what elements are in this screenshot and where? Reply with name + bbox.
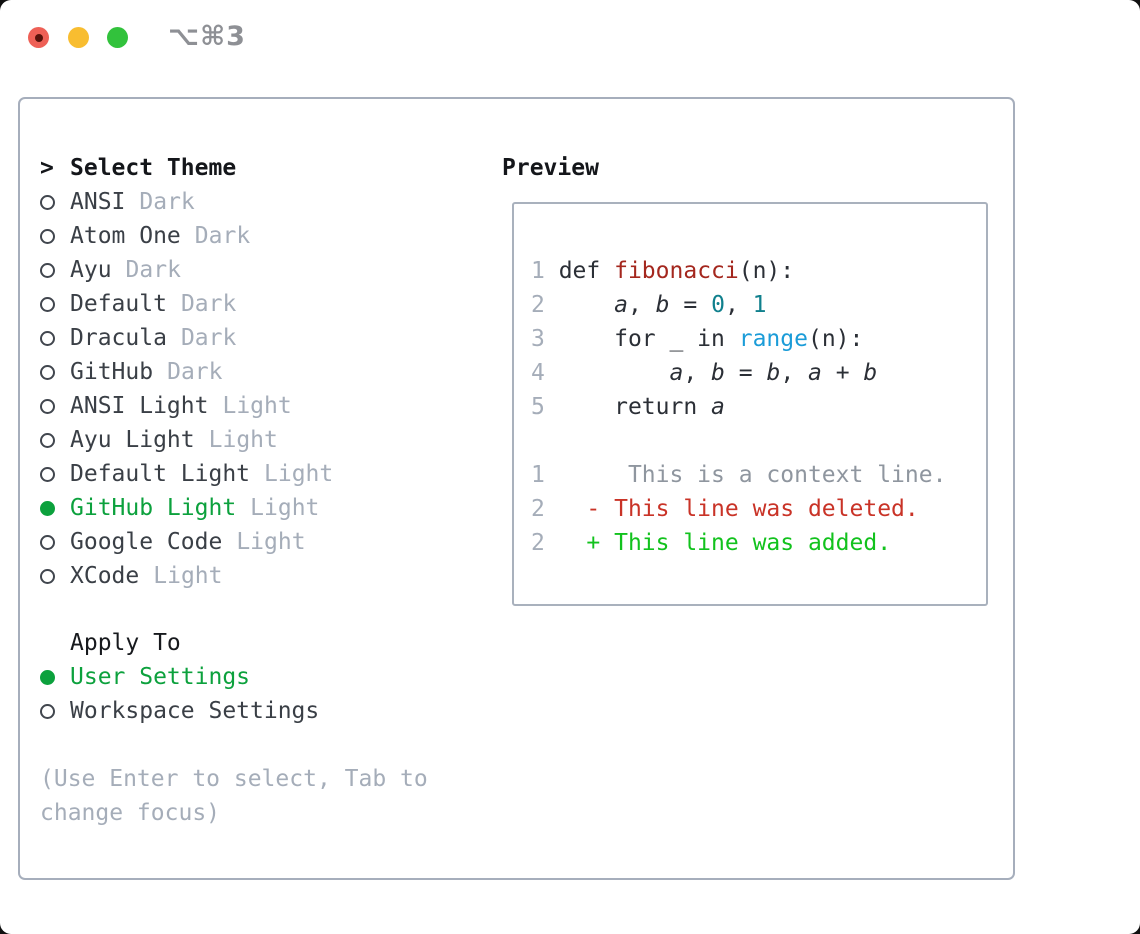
code-line: 2 a, b = 0, 1 xyxy=(531,292,767,318)
apply-option-workspace-settings[interactable]: Workspace Settings xyxy=(40,694,490,728)
theme-option-google-code[interactable]: Google Code Light xyxy=(40,525,490,559)
theme-list-header-row: > Select Theme xyxy=(40,151,490,185)
code-line: 5 return a xyxy=(531,394,725,420)
radio-icon xyxy=(40,534,55,550)
preview-header: Preview xyxy=(502,155,599,181)
radio-icon xyxy=(40,703,55,719)
apply-option-label: User Settings xyxy=(70,664,251,690)
window-shortcut-label: ⌥⌘3 xyxy=(168,21,246,52)
theme-variant-label: Light xyxy=(264,461,334,487)
theme-name: GitHub xyxy=(70,359,154,385)
theme-option-ansi-light[interactable]: ANSI Light Light xyxy=(40,389,490,423)
line-number: 5 xyxy=(531,394,545,420)
theme-option-ayu-light[interactable]: Ayu Light Light xyxy=(40,423,490,457)
theme-name: Atom One xyxy=(70,223,181,249)
code-line: 3 for _ in range(n): xyxy=(531,326,864,352)
theme-variant-label: Dark xyxy=(194,223,251,249)
theme-name: Default Light xyxy=(70,461,251,487)
line-number: 1 xyxy=(531,258,545,284)
preview-box: 1 def fibonacci(n): 2 a, b = 0, 1 3 for _ … xyxy=(512,202,988,606)
code-line: 2 + This line was added. xyxy=(531,530,892,556)
radio-icon xyxy=(40,194,55,210)
code-line: 2 - This line was deleted. xyxy=(531,496,919,522)
minimize-button[interactable] xyxy=(68,27,89,48)
theme-option-dracula[interactable]: Dracula Dark xyxy=(40,321,490,355)
theme-name: Ayu xyxy=(70,257,112,283)
titlebar: ⌥⌘3 xyxy=(0,0,1140,75)
apply-to-header-row: Apply To xyxy=(40,626,490,660)
theme-variant-label: Light xyxy=(208,427,278,453)
radio-icon xyxy=(40,398,55,414)
theme-variant-label: Light xyxy=(236,529,306,555)
code-line: 4 a, b = b, a + b xyxy=(531,360,878,386)
preview-code: 1 def fibonacci(n): 2 a, b = 0, 1 3 for _ … xyxy=(531,254,986,560)
code-line xyxy=(531,424,986,458)
theme-option-ayu[interactable]: Ayu Dark xyxy=(40,253,490,287)
theme-name: Default xyxy=(70,291,167,317)
close-dot-icon xyxy=(34,33,43,42)
apply-option-user-settings[interactable]: User Settings xyxy=(40,660,490,694)
theme-name: Dracula xyxy=(70,325,167,351)
theme-variant-label: Dark xyxy=(180,291,237,317)
radio-icon xyxy=(40,228,55,244)
theme-name: ANSI xyxy=(70,189,126,215)
theme-list-header: Select Theme xyxy=(70,155,237,181)
close-button[interactable] xyxy=(28,27,49,48)
code-line: 1 def fibonacci(n): xyxy=(531,258,795,284)
theme-variant-label: Dark xyxy=(125,257,181,283)
radio-selected-icon xyxy=(40,669,55,685)
help-line-1: (Use Enter to select, Tab to xyxy=(40,766,428,792)
line-number: 2 xyxy=(531,292,545,318)
line-number: 1 xyxy=(531,462,545,488)
theme-option-default[interactable]: Default Dark xyxy=(40,287,490,321)
help-line-2: change focus) xyxy=(40,800,221,826)
preview-header-row: Preview xyxy=(502,151,599,185)
radio-icon xyxy=(40,330,55,346)
zoom-button[interactable] xyxy=(107,27,128,48)
theme-name: XCode xyxy=(70,563,140,589)
line-number: 2 xyxy=(531,530,545,556)
theme-name: ANSI Light xyxy=(70,393,209,419)
theme-option-default-light[interactable]: Default Light Light xyxy=(40,457,490,491)
radio-selected-icon xyxy=(40,500,55,516)
code-line: 1 This is a context line. xyxy=(531,462,947,488)
theme-name: Google Code xyxy=(70,529,223,555)
theme-option-atom-one[interactable]: Atom One Dark xyxy=(40,219,490,253)
line-number: 3 xyxy=(531,326,545,352)
radio-icon xyxy=(40,432,55,448)
theme-name: Ayu Light xyxy=(70,427,195,453)
theme-variant-label: Dark xyxy=(180,325,237,351)
theme-option-ansi[interactable]: ANSI Dark xyxy=(40,185,490,219)
radio-icon xyxy=(40,296,55,312)
theme-name: GitHub Light xyxy=(70,495,237,521)
focus-indicator: > xyxy=(40,155,54,181)
radio-icon xyxy=(40,262,55,278)
apply-option-label: Workspace Settings xyxy=(70,698,320,724)
line-number: 4 xyxy=(531,360,545,386)
line-number: 2 xyxy=(531,496,545,522)
radio-icon xyxy=(40,568,55,584)
theme-variant-label: Light xyxy=(250,495,320,521)
theme-variant-label: Dark xyxy=(139,189,195,215)
radio-icon xyxy=(40,466,55,482)
theme-variant-label: Light xyxy=(153,563,223,589)
theme-variant-label: Light xyxy=(222,393,292,419)
theme-option-xcode[interactable]: XCode Light xyxy=(40,559,490,593)
theme-variant-label: Dark xyxy=(167,359,223,385)
radio-icon xyxy=(40,364,55,380)
apply-to-header: Apply To xyxy=(70,630,181,656)
theme-option-github[interactable]: GitHub Dark xyxy=(40,355,490,389)
help-text: (Use Enter to select, Tab to change focu… xyxy=(40,762,490,830)
theme-option-github-light[interactable]: GitHub Light Light xyxy=(40,491,490,525)
